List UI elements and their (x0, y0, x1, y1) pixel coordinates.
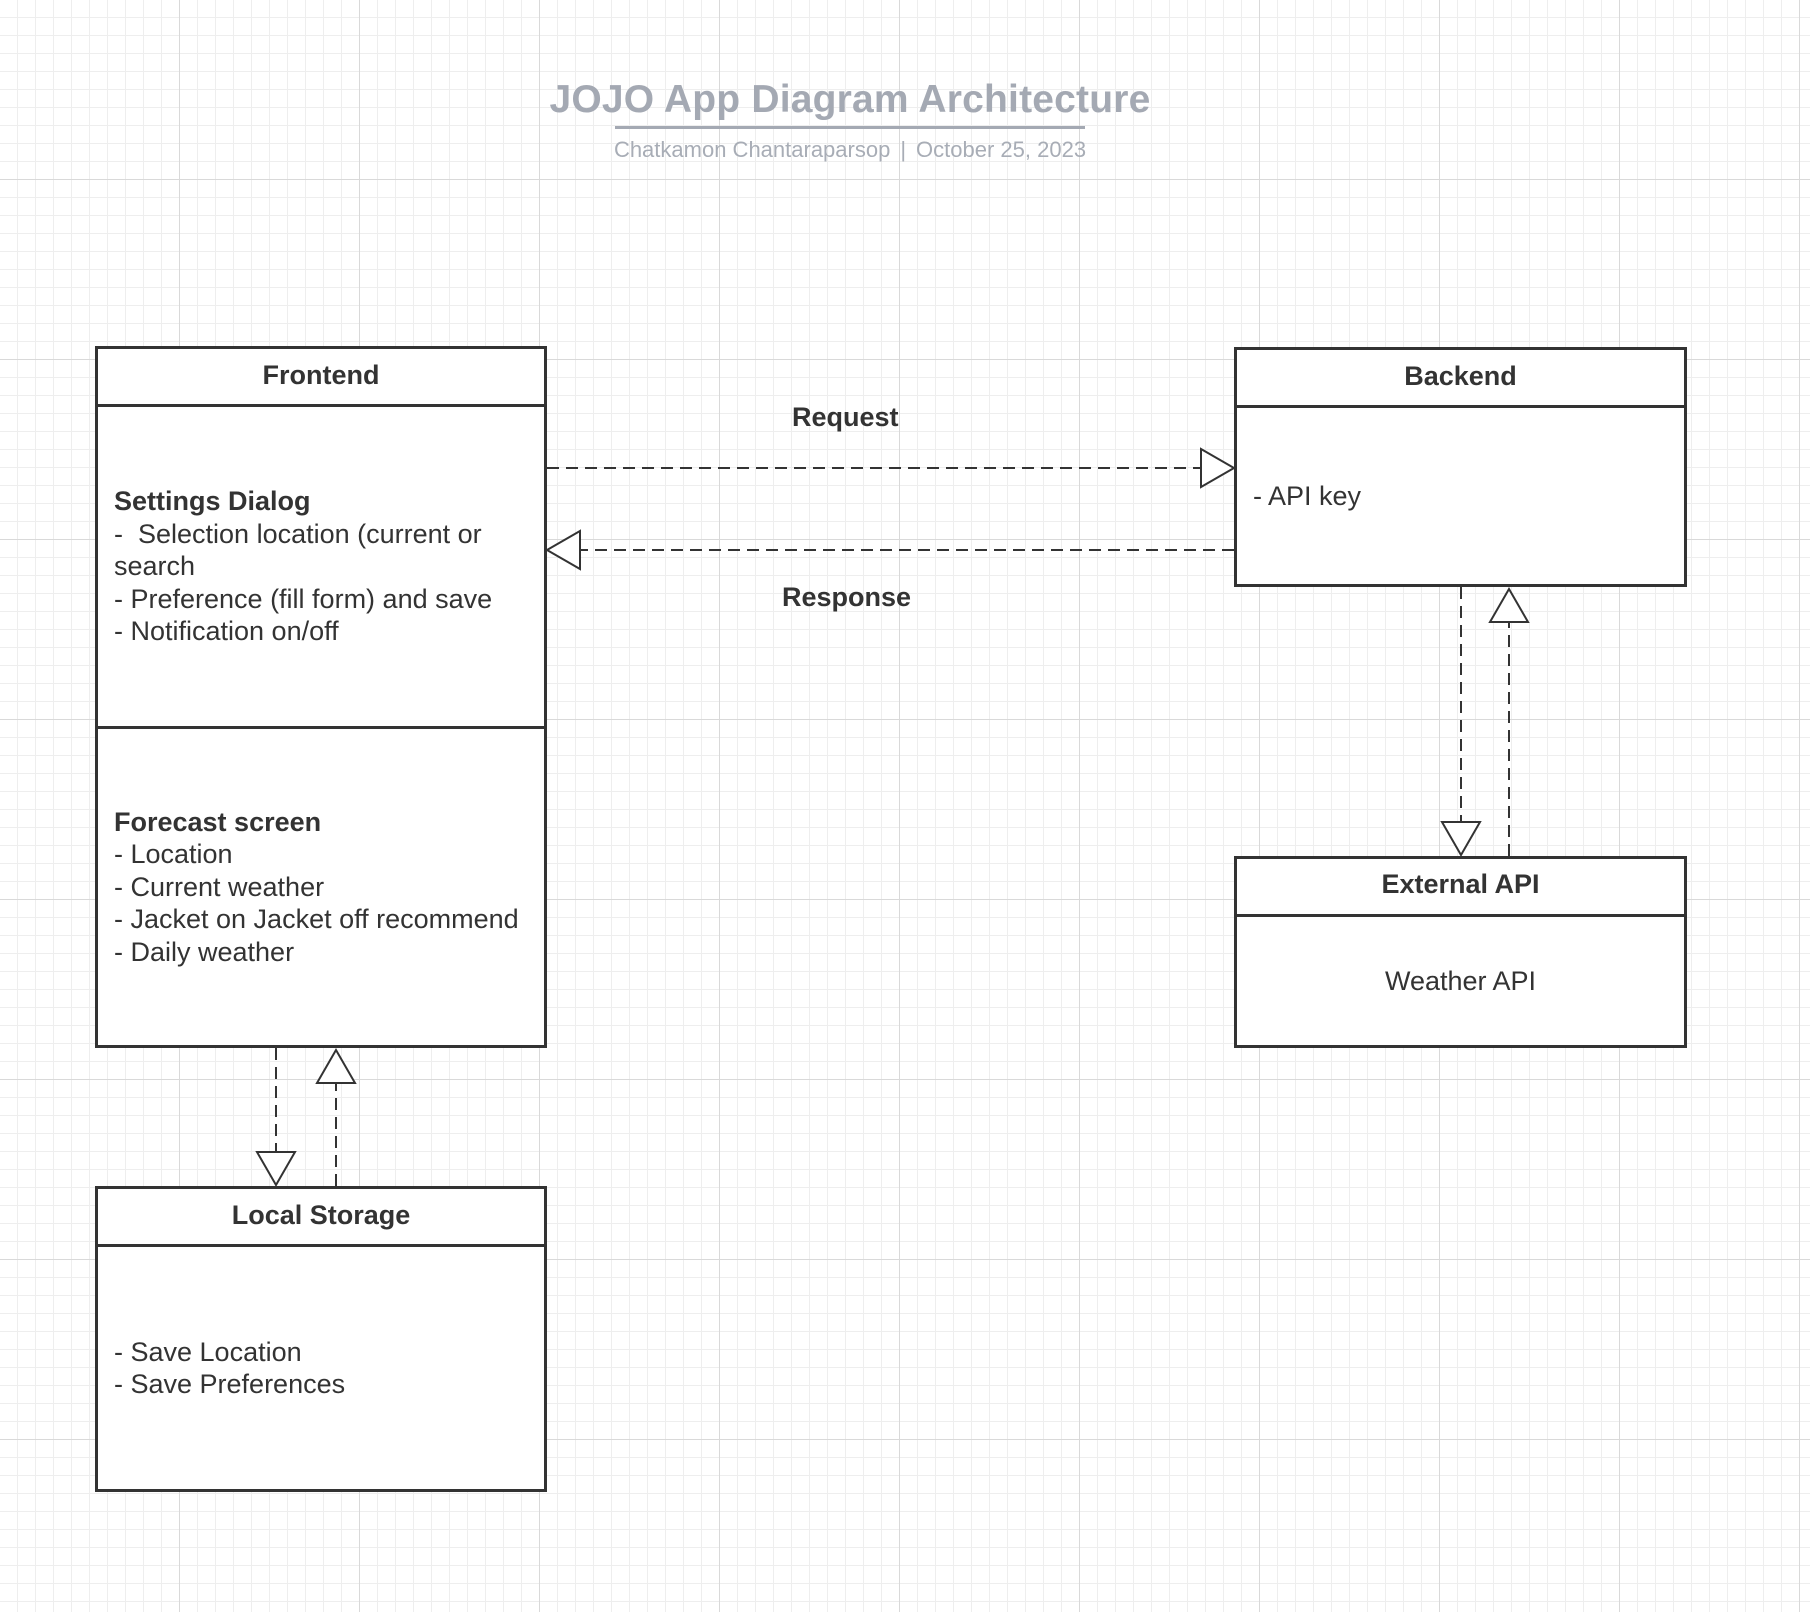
request-arrowhead-icon (1200, 447, 1237, 489)
backend-title: Backend (1237, 350, 1684, 408)
external-api-title: External API (1237, 859, 1684, 917)
settings-dialog-item: - Selection location (current or search (114, 518, 490, 582)
local-storage-box[interactable]: Local Storage - Save Location - Save Pre… (95, 1186, 547, 1492)
author-name: Chatkamon Chantaraparsop (613, 137, 891, 162)
forecast-screen-item: - Jacket on Jacket off recommend (114, 904, 519, 935)
request-label: Request (792, 402, 899, 432)
settings-dialog-section: Settings Dialog - Selection location (cu… (98, 407, 544, 729)
frontend-title: Frontend (98, 349, 544, 407)
frontend-box[interactable]: Frontend Settings Dialog - Selection loc… (95, 346, 547, 1048)
forecast-screen-section: Forecast screen - Location - Current wea… (98, 729, 544, 1045)
backend-section: - API key (1237, 408, 1684, 584)
settings-dialog-title: Settings Dialog (114, 486, 311, 517)
forecast-screen-item: - Current weather (114, 871, 325, 902)
local-storage-section: - Save Location - Save Preferences (98, 1247, 544, 1489)
diagram-title: JOJO App Diagram Architecture (549, 78, 1151, 121)
local-storage-title: Local Storage (98, 1189, 544, 1247)
diagram-header: JOJO App Diagram Architecture Chatkamon … (540, 78, 1160, 163)
diagram-date: October 25, 2023 (916, 137, 1087, 162)
forecast-screen-item: - Daily weather (114, 936, 295, 967)
external-api-item: Weather API (1384, 965, 1537, 996)
backend-to-external-arrowhead-icon (1440, 821, 1482, 858)
backend-item: - API key (1253, 480, 1362, 511)
forecast-screen-title: Forecast screen (114, 806, 322, 837)
external-to-backend-arrowhead-icon (1488, 586, 1530, 623)
forecast-screen-item: - Location (114, 839, 233, 870)
storage-to-frontend-arrowhead-icon (315, 1047, 357, 1084)
subtitle-separator: | (900, 137, 907, 162)
response-arrowhead-icon (544, 529, 581, 571)
settings-dialog-item: - Notification on/off (114, 616, 339, 647)
local-storage-item: - Save Preferences (114, 1369, 346, 1399)
response-label: Response (782, 582, 912, 612)
external-api-box[interactable]: External API Weather API (1234, 856, 1687, 1048)
backend-box[interactable]: Backend - API key (1234, 347, 1687, 587)
external-api-section: Weather API (1237, 917, 1684, 1045)
title-underline (615, 126, 1085, 129)
settings-dialog-item: - Preference (fill form) and save (114, 583, 493, 614)
diagram-subtitle: Chatkamon Chantaraparsop | October 25, 202… (540, 137, 1160, 163)
local-storage-item: - Save Location (114, 1336, 302, 1367)
frontend-to-storage-arrowhead-icon (255, 1151, 297, 1188)
